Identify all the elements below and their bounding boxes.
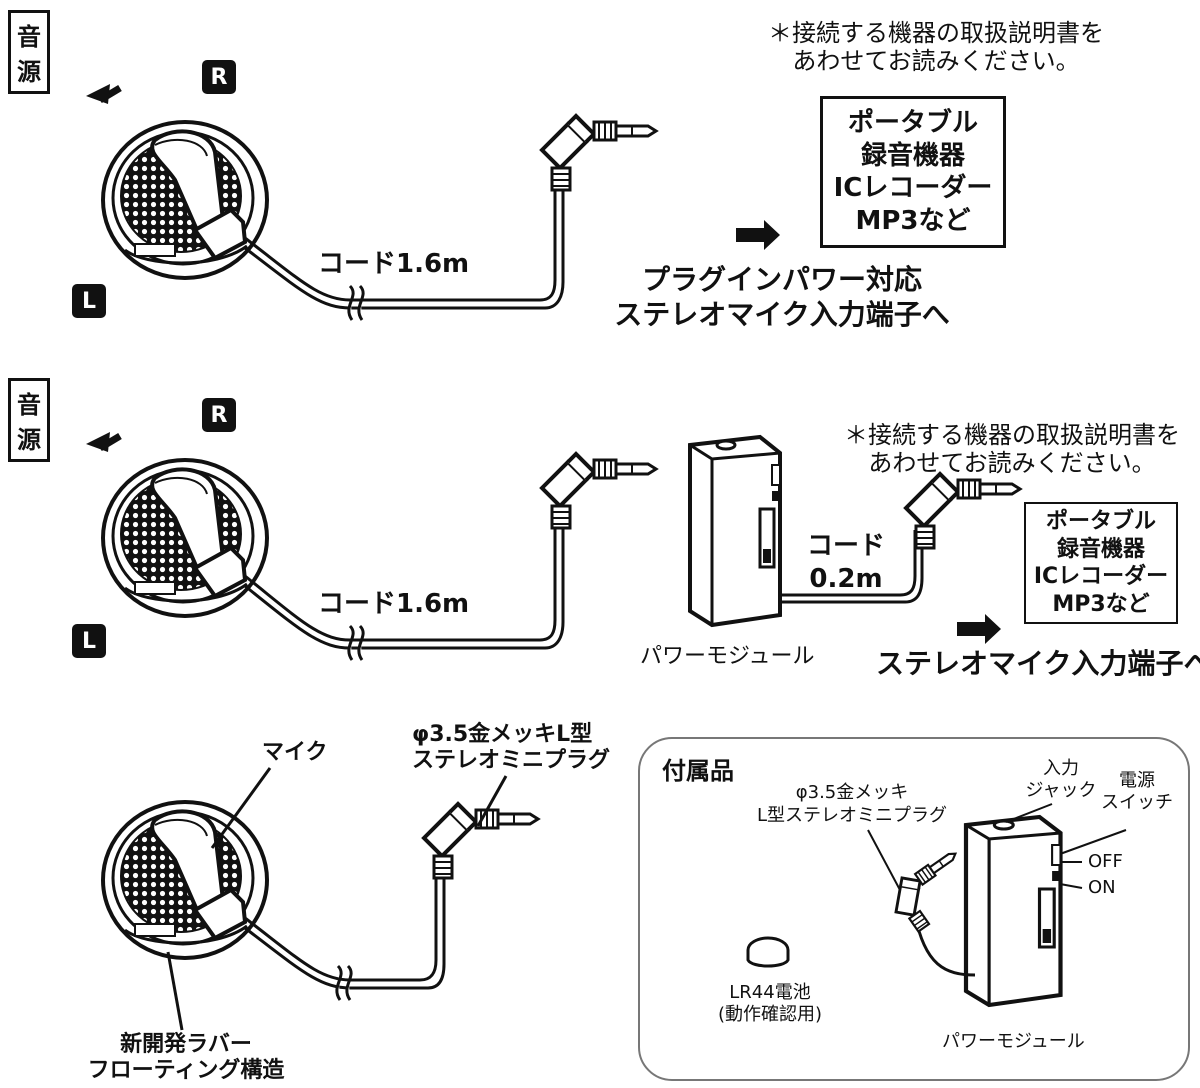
structure-line: フローティング構造 [87, 1058, 285, 1084]
earphone-mic-icon [101, 458, 269, 618]
small-plug-label: φ3.5金メッキ L型ステレオミニプラグ [742, 782, 962, 827]
plug-line: φ3.5金メッキL型 [412, 722, 593, 747]
accessories-drawing [746, 803, 1127, 1005]
device-line: 録音機器 [860, 140, 965, 171]
source-label-char: 源 [17, 426, 41, 454]
note-line: ＊接続する機器の取扱説明書を [844, 421, 1180, 449]
input-jack-line: ステレオマイク入力端子へ [614, 298, 950, 331]
left-badge: L [72, 284, 106, 318]
note-text: ＊接続する機器の取扱説明書を あわせてお読みください。 [832, 421, 1192, 477]
power-module-icon [688, 435, 782, 627]
structure-line: 新開発ラバー [120, 1032, 252, 1057]
right-badge: R [202, 398, 236, 432]
l-plug-icon [540, 114, 658, 192]
note-line: あわせてお読みください。 [868, 448, 1156, 477]
mic-leader-line [210, 767, 272, 849]
device-line: ICレコーダー [1033, 564, 1169, 589]
cord-line [244, 860, 438, 982]
power-switch-line: 電源 [1119, 770, 1155, 791]
right-badge: R [202, 60, 236, 94]
l-plug-icon [422, 802, 540, 880]
source-label-box: 音 源 [8, 378, 50, 462]
direction-arrow [736, 220, 780, 250]
cord-0-2m-line [782, 530, 917, 597]
cord-break-mark [347, 624, 365, 661]
cord-1-6m-line [244, 510, 557, 642]
structure-label: 新開発ラバー フローティング構造 [76, 1032, 296, 1085]
section-3 [101, 767, 540, 1031]
device-line: ICレコーダー [833, 173, 993, 203]
cord-length-label: コード1.6m [318, 589, 470, 619]
power-module-label: パワーモジュール [640, 644, 815, 669]
device-line: ポータブル [1045, 509, 1156, 534]
left-badge: L [72, 624, 106, 658]
device-line: MP3など [1052, 591, 1150, 617]
source-label-char: 源 [17, 58, 41, 86]
power-switch-line: スイッチ [1101, 791, 1173, 813]
input-jack-label: ステレオマイク入力端子へ [876, 647, 1200, 680]
accessories-panel [638, 737, 1190, 1081]
l-plug-icon [904, 472, 1022, 550]
input-jack-callout-line: 入力 [1043, 758, 1079, 779]
short-cord-line: 0.2m [809, 563, 883, 594]
note-line: あわせてお読みください。 [792, 46, 1080, 75]
device-line: ポータブル [847, 108, 978, 138]
power-switch-callout: 電源 スイッチ [1092, 770, 1182, 813]
cord-break-mark [335, 964, 353, 1001]
note-line: ＊接続する機器の取扱説明書を [768, 19, 1104, 47]
battery-label: LR44電池 (動作確認用) [690, 982, 850, 1025]
short-cord-line: コード [806, 531, 885, 561]
cord-break-mark [347, 284, 365, 321]
power-module-label: パワーモジュール [942, 1031, 1085, 1052]
l-plug-icon [540, 452, 658, 530]
cord-length-label: コード1.6m [318, 249, 470, 279]
small-plug-line: φ3.5金メッキ [795, 782, 909, 803]
section-2 [86, 432, 1022, 661]
battery-line: LR44電池 [729, 982, 811, 1003]
small-plug-line: L型ステレオミニプラグ [756, 804, 948, 826]
plug-leader-line [476, 775, 508, 827]
plug-line: ステレオミニプラグ [412, 748, 611, 774]
source-label-box: 音 源 [8, 10, 50, 94]
source-label-char: 音 [17, 23, 41, 51]
device-box: ポータブル 録音機器 ICレコーダー MP3など [1024, 502, 1178, 624]
mic-label: マイク [262, 740, 328, 765]
input-jack-line: プラグインパワー対応 [641, 263, 922, 296]
switch-off-label: OFF [1088, 851, 1123, 872]
source-label-char: 音 [17, 391, 41, 419]
cord-1-6m-line [244, 172, 557, 302]
earphone-mic-icon [101, 120, 269, 280]
note-text: ＊接続する機器の取扱説明書を あわせてお読みください。 [756, 19, 1116, 75]
structure-leader-line [166, 951, 184, 1031]
input-jack-label: プラグインパワー対応 ステレオマイク入力端子へ [592, 262, 972, 332]
battery-line: (動作確認用) [717, 1003, 823, 1025]
short-cord-label: コード 0.2m [796, 530, 896, 595]
input-jack-callout: 入力 ジャック [1006, 758, 1116, 801]
device-box: ポータブル 録音機器 ICレコーダー MP3など [820, 96, 1006, 248]
direction-arrow [957, 614, 1001, 644]
switch-on-label: ON [1088, 877, 1116, 898]
section-1 [86, 84, 780, 321]
device-line: 録音機器 [1056, 536, 1145, 562]
jack-leader-line [1005, 803, 1053, 823]
earphone-mic-icon [101, 800, 269, 960]
on-leader-line [1059, 883, 1083, 889]
plug-label: φ3.5金メッキL型 ステレオミニプラグ [412, 722, 610, 775]
switch-leader-line [1059, 829, 1127, 855]
device-line: MP3など [855, 205, 971, 236]
input-jack-callout-line: ジャック [1025, 779, 1097, 801]
accessories-title: 付属品 [662, 757, 734, 785]
plug-leader-line [867, 829, 901, 891]
